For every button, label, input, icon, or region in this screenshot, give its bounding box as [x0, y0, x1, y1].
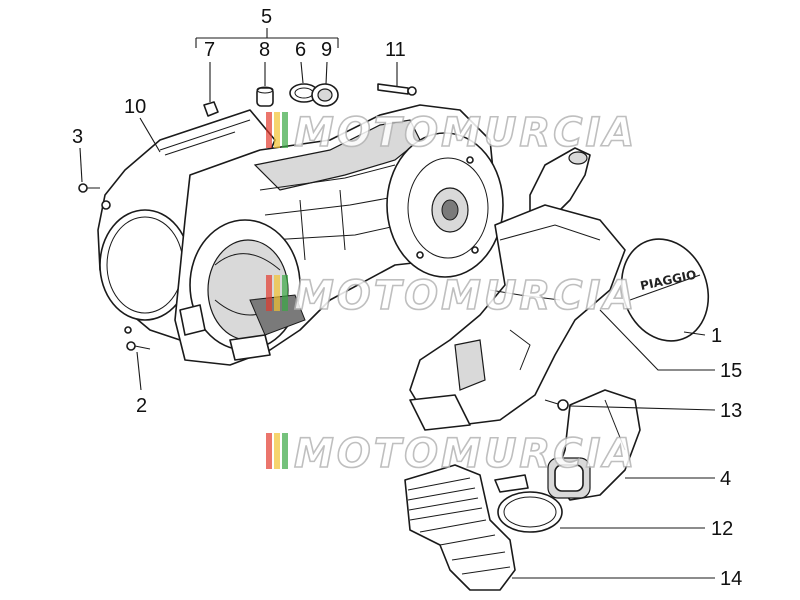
intake-duct: [409, 147, 626, 431]
callout-10: 10: [124, 96, 146, 118]
air-duct-housing: [174, 104, 504, 366]
flex-hose: [404, 464, 516, 591]
callout-1: 1: [711, 325, 722, 347]
elbow-duct: [547, 389, 641, 501]
watermark: MOTOMURCIA: [266, 272, 637, 320]
callout-11: 11: [385, 39, 406, 61]
callout-13: 13: [720, 400, 742, 422]
callout-2: 2: [136, 395, 147, 417]
callout-15: 15: [720, 360, 742, 382]
leader-lines: [79, 28, 716, 579]
callout-5: 5: [261, 6, 272, 28]
cover-cap: PIAGGIO: [620, 238, 710, 342]
callout-12: 12: [711, 518, 733, 540]
hose-clamp: [494, 474, 563, 533]
callout-labels: 5 7 8 6 9 11 10 3 2 1 15 13 4 12 14: [72, 6, 742, 590]
callout-14: 14: [720, 568, 742, 590]
callout-9: 9: [321, 39, 332, 61]
watermark-group: MOTOMURCIA MOTOMURCIA MOTOMURCIA: [266, 109, 637, 478]
callout-6: 6: [295, 39, 306, 61]
watermark-text: MOTOMURCIA: [294, 273, 637, 319]
watermark-text: MOTOMURCIA: [294, 110, 637, 156]
callout-4: 4: [720, 468, 731, 490]
callout-8: 8: [259, 39, 270, 61]
callout-7: 7: [204, 39, 215, 61]
bushing-and-seal-parts: [203, 83, 339, 117]
callout-3: 3: [72, 126, 83, 148]
screws: [78, 83, 569, 411]
watermark: MOTOMURCIA: [266, 430, 637, 478]
watermark: MOTOMURCIA: [266, 109, 637, 157]
watermark-text: MOTOMURCIA: [294, 431, 637, 477]
